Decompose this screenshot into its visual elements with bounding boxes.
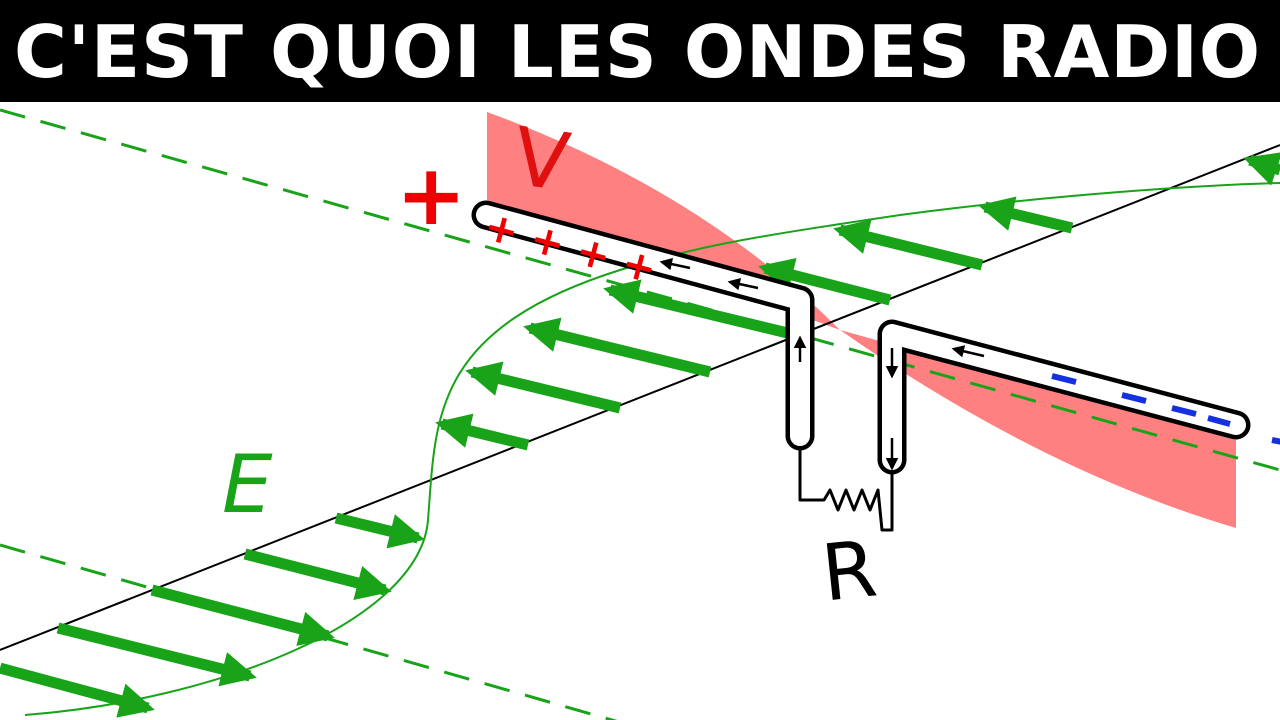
arrow-icon bbox=[758, 257, 892, 306]
current-arrows bbox=[659, 257, 985, 471]
electric-field-label: E bbox=[222, 438, 273, 531]
arrow-icon bbox=[465, 361, 622, 414]
small-arrow-icon bbox=[951, 345, 985, 358]
arrow-icon bbox=[978, 196, 1074, 234]
resistor-label: R bbox=[818, 524, 881, 619]
small-arrow-icon bbox=[659, 257, 691, 271]
voltage-distribution-lower bbox=[840, 330, 1236, 528]
negative-charge-mark bbox=[1271, 437, 1280, 445]
negative-charge-mark bbox=[1051, 373, 1077, 385]
arrow-icon bbox=[56, 622, 257, 687]
dashed-field-line-upper bbox=[0, 108, 1280, 472]
electric-field-envelope bbox=[24, 182, 1280, 716]
feed-wire-resistor bbox=[798, 450, 894, 532]
page-title: C'EST QUOI LES ONDES RADIO ? bbox=[14, 10, 1280, 94]
field-vectors-lower bbox=[0, 512, 425, 718]
field-vectors-upper bbox=[435, 152, 1280, 451]
arrow-icon bbox=[833, 219, 984, 271]
small-arrow-icon bbox=[727, 277, 759, 291]
arrow-icon bbox=[435, 413, 530, 451]
antenna-right-arm bbox=[882, 324, 1246, 470]
arrow-icon bbox=[523, 317, 712, 378]
title-bar: C'EST QUOI LES ONDES RADIO ? bbox=[0, 0, 1280, 102]
arrow-icon bbox=[243, 548, 392, 601]
negative-charge-mark bbox=[1171, 405, 1197, 417]
arrow-icon bbox=[0, 662, 155, 718]
negative-charges bbox=[1051, 373, 1280, 445]
antenna-left-arm bbox=[476, 205, 810, 446]
negative-charge-mark bbox=[1121, 392, 1147, 404]
plus-sign-label: + bbox=[396, 146, 466, 244]
arrow-icon bbox=[603, 279, 802, 342]
negative-charge-mark bbox=[1207, 415, 1231, 427]
arrow-icon bbox=[334, 512, 425, 549]
arrow-icon bbox=[150, 584, 335, 646]
arrow-icon bbox=[1243, 152, 1280, 186]
voltage-label: V bbox=[508, 110, 575, 210]
dashed-field-line-lower bbox=[0, 543, 618, 720]
